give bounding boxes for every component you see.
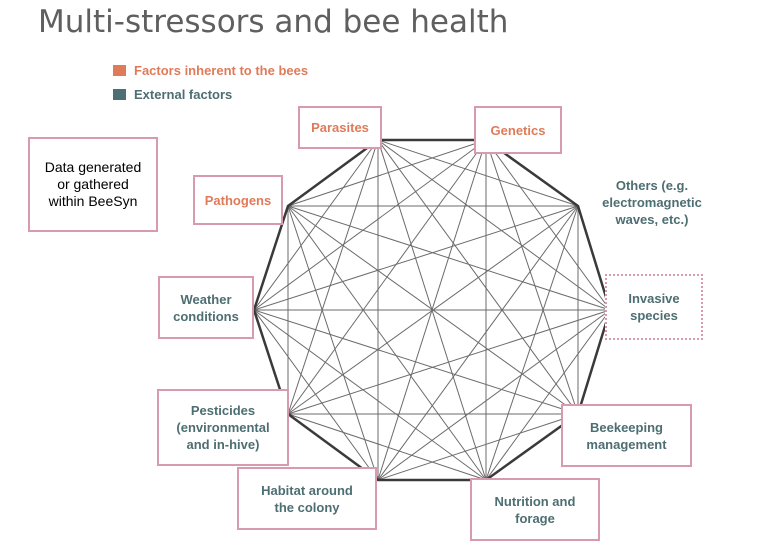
connection-line — [485, 139, 611, 311]
connection-line — [485, 205, 579, 481]
legend-item-inherent: Factors inherent to the bees — [113, 63, 308, 78]
connection-line — [485, 309, 611, 481]
node-parasites: Parasites — [298, 106, 382, 149]
node-label: Invasive — [628, 291, 680, 306]
node-label: waves, etc.) — [615, 211, 689, 227]
connection-line — [253, 139, 379, 311]
connection-line — [253, 205, 579, 311]
connection-line — [253, 139, 487, 311]
connection-lines — [253, 139, 611, 481]
node-label: Others (e.g. — [615, 177, 689, 193]
connection-line — [377, 139, 611, 311]
node-beekeeping-management: Beekeeping management — [561, 404, 692, 467]
connection-line — [377, 413, 579, 481]
node-label: forage — [515, 510, 555, 526]
node-label: Habitat around — [261, 482, 353, 498]
legend-label-external: External factors — [134, 87, 233, 102]
node-invasive-species: Invasive species — [605, 274, 703, 340]
note-line: within BeeSyn — [48, 193, 138, 209]
connection-line — [377, 205, 579, 481]
legend-item-external: External factors — [113, 87, 232, 102]
node-habitat: Habitat around the colony — [237, 467, 377, 530]
node-label: species — [630, 308, 678, 323]
connection-line — [253, 309, 487, 481]
connection-line — [287, 205, 379, 481]
node-label: and in-hive) — [186, 437, 260, 452]
legend-label-inherent: Factors inherent to the bees — [134, 63, 309, 78]
connection-line — [377, 139, 579, 207]
connection-line — [253, 309, 579, 415]
node-label: management — [586, 436, 667, 452]
node-label: Nutrition and — [494, 493, 576, 509]
node-weather-conditions: Weather conditions — [158, 276, 254, 339]
node-pesticides: Pesticides (environmental and in-hive) — [157, 389, 289, 466]
connection-line — [287, 205, 487, 481]
connection-line — [485, 139, 579, 415]
node-pathogens: Pathogens — [193, 175, 283, 225]
node-label: Pathogens — [204, 192, 272, 208]
legend-swatch-external — [113, 89, 126, 100]
page-title: Multi-stressors and bee health — [38, 4, 509, 40]
note-line: Data generated — [44, 159, 142, 175]
node-others: Others (e.g. electromagnetic waves, etc.… — [586, 172, 718, 232]
node-genetics: Genetics — [474, 106, 562, 154]
connection-line — [287, 205, 579, 415]
legend-swatch-inherent — [113, 65, 126, 76]
node-label: Beekeeping — [590, 419, 663, 435]
connection-line — [377, 139, 579, 415]
node-label: conditions — [173, 308, 239, 324]
note-line: or gathered — [57, 176, 129, 192]
connection-line — [287, 139, 487, 207]
connection-line — [377, 309, 611, 481]
node-label: the colony — [274, 499, 340, 515]
node-label: (environmental — [176, 420, 270, 435]
connection-line — [287, 139, 379, 415]
node-label: Parasites — [311, 120, 369, 135]
note-box: Data generated or gathered within BeeSyn — [28, 137, 158, 232]
node-nutrition-forage: Nutrition and forage — [470, 478, 600, 541]
connection-line — [287, 413, 487, 481]
connection-line — [287, 309, 611, 415]
connection-line — [287, 205, 611, 311]
node-label: Genetics — [490, 122, 546, 138]
node-label: Pesticides — [190, 403, 256, 418]
node-label: electromagnetic — [602, 194, 702, 210]
connection-line — [253, 309, 379, 481]
node-label: Weather — [180, 291, 232, 307]
